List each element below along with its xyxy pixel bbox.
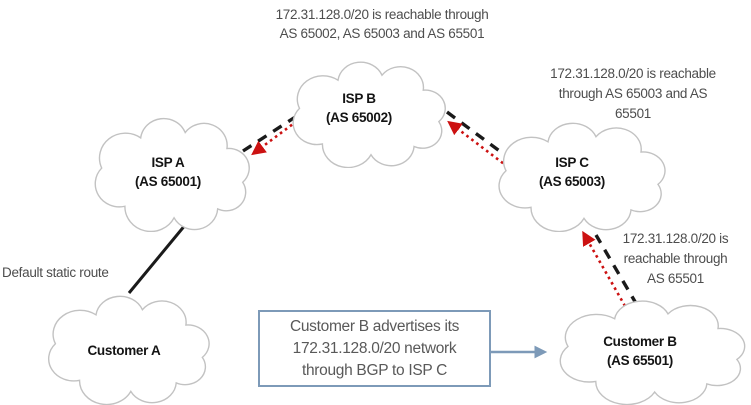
- link-isp-b-isp-c-dashed: [445, 110, 515, 163]
- annotation-customer-b-route: 172.31.128.0/20 is reachable through AS …: [622, 231, 729, 286]
- link-isp-c-customer-b-dashed: [594, 234, 639, 306]
- cloud-label-customer-a: Customer A: [87, 343, 161, 358]
- route-advert-arrow-to-isp-c: [582, 230, 627, 307]
- cloud-label-customer-b: Customer B (AS 65501): [603, 334, 677, 368]
- route-advert-arrow-to-isp-a: [251, 119, 298, 156]
- cloud-label-isp-a: ISP A (AS 65001): [134, 155, 202, 189]
- annotation-default-static-route: Default static route: [2, 265, 109, 280]
- annotation-top-route: 172.31.128.0/20 is reachable through AS …: [275, 7, 489, 41]
- cloud-label-isp-c: ISP C (AS 65003): [538, 155, 606, 189]
- annotation-isp-c-route: 172.31.128.0/20 is reachable through AS …: [550, 66, 716, 121]
- cloud-label-isp-b: ISP B (AS 65002): [325, 91, 393, 125]
- callout-text: Customer B advertises its 172.31.128.0/2…: [289, 317, 460, 379]
- route-advert-arrow-to-isp-b: [447, 120, 509, 169]
- callout-box: Customer B advertises its 172.31.128.0/2…: [258, 310, 491, 387]
- link-isp-a-customer-a-static: [127, 223, 188, 294]
